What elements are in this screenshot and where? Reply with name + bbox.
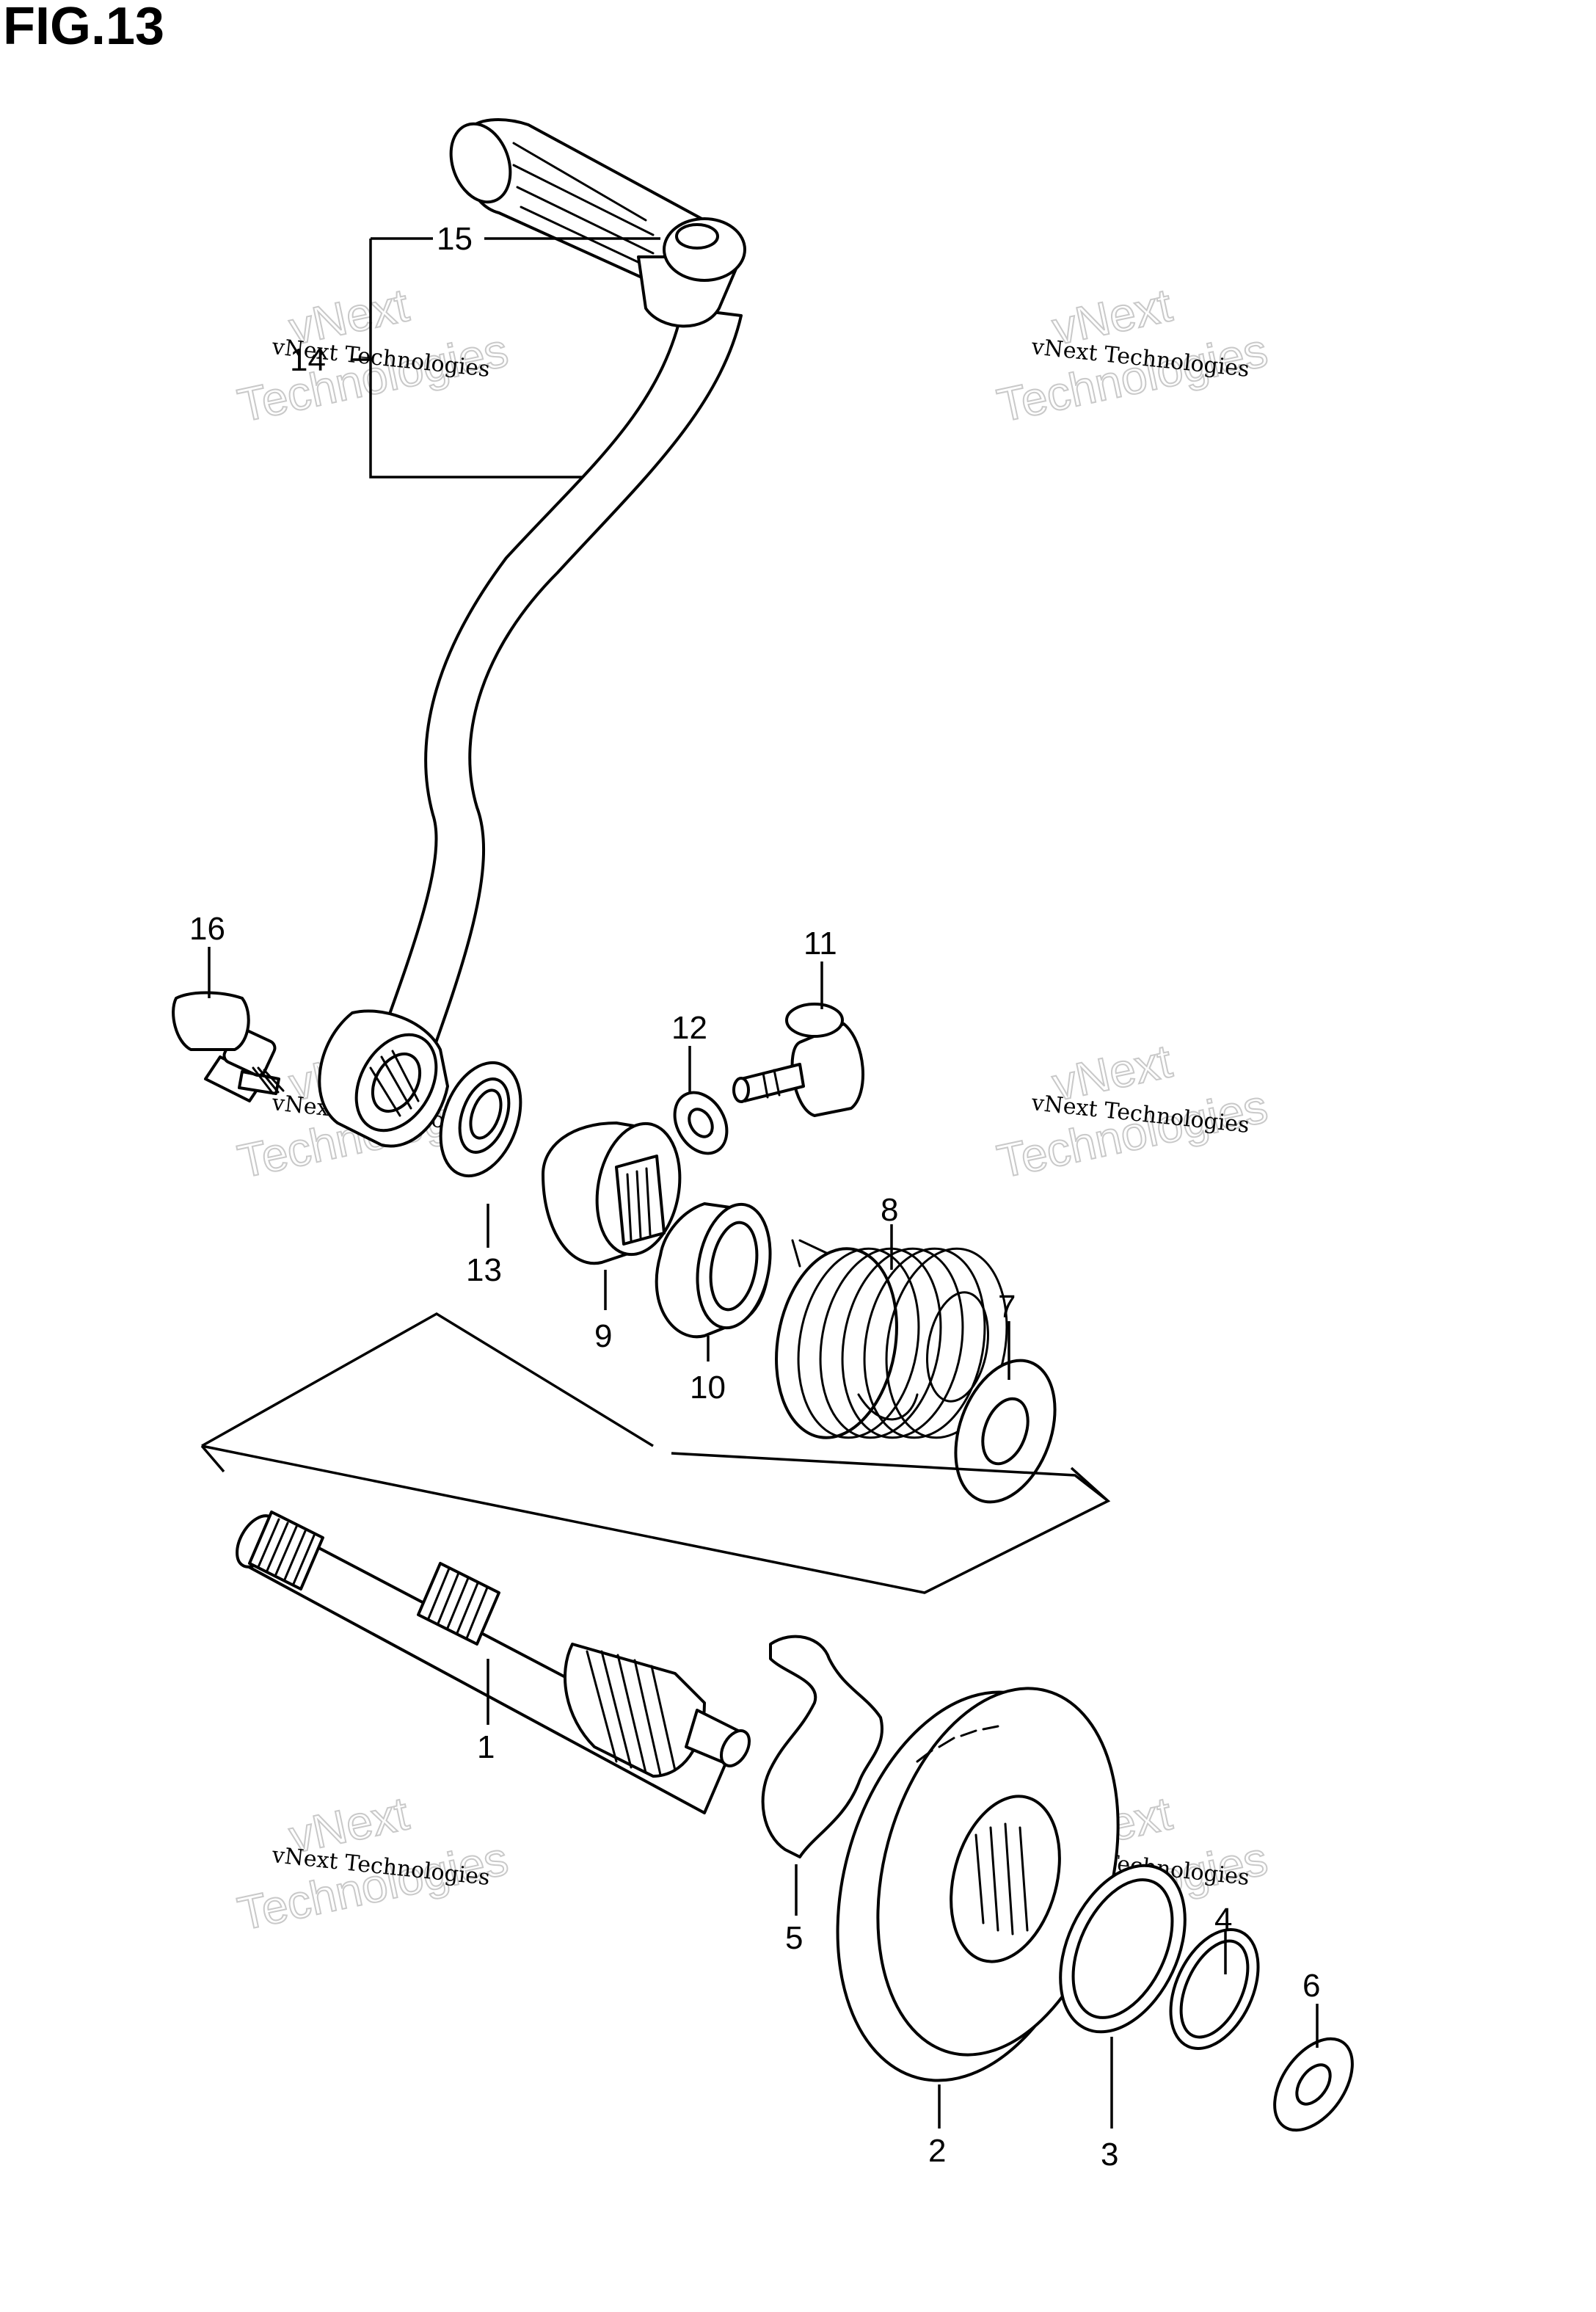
circlip [1169, 1928, 1260, 2050]
callout-7: 7 [998, 1289, 1016, 1325]
callout-1: 1 [477, 1729, 495, 1765]
kick-starter-lever [318, 118, 746, 1148]
end-washer [1273, 2037, 1354, 2132]
thrust-washer [1059, 1864, 1187, 2034]
callout-10: 10 [690, 1370, 726, 1406]
watermark-top-left: Technologies vNext vNext Technologies [233, 277, 513, 432]
lever-pivot-knob [637, 217, 746, 328]
callout-6: 6 [1302, 1968, 1320, 2004]
callout-2: 2 [928, 2133, 946, 2169]
callout-13: 13 [466, 1252, 502, 1288]
oil-seal [439, 1061, 522, 1178]
lever-bolt [172, 991, 285, 1102]
callout-5: 5 [785, 1920, 803, 1956]
kick-starter-shaft [236, 1511, 751, 1814]
callout-12: 12 [671, 1010, 707, 1046]
ratchet-spring-clip [761, 1635, 883, 1858]
callout-16: 16 [189, 911, 225, 947]
spacer-bush [655, 1202, 772, 1339]
kick-drive-gear [836, 1687, 1120, 2082]
callout-15: 15 [437, 221, 473, 257]
callout-9: 9 [594, 1318, 612, 1354]
kick-guide [542, 1122, 682, 1265]
callout-14: 14 [290, 342, 326, 378]
leader-lines [208, 237, 1319, 2129]
figure-title: FIG.13 [3, 0, 165, 56]
callout-3: 3 [1101, 2137, 1118, 2173]
callout-11: 11 [804, 926, 837, 961]
kick-return-spring [775, 1239, 1008, 1439]
callout-labels: 1 2 3 4 5 6 7 8 9 10 11 12 13 14 15 16 [189, 221, 1320, 2173]
spring-washer [954, 1359, 1057, 1504]
watermark-bottom-left: Technologies vNext vNext Technologies [233, 1786, 513, 1941]
stopper-bolt [732, 1003, 864, 1117]
lever-rubber-grip [449, 118, 706, 284]
lever-clamp-boss [318, 1009, 449, 1148]
watermark-middle-right: Technologies vNext vNext Technologies [992, 1033, 1272, 1188]
callout-4: 4 [1214, 1902, 1232, 1938]
watermark-top-right: Technologies vNext vNext Technologies [992, 277, 1272, 432]
callout-8: 8 [881, 1192, 898, 1228]
small-washer [673, 1091, 729, 1155]
